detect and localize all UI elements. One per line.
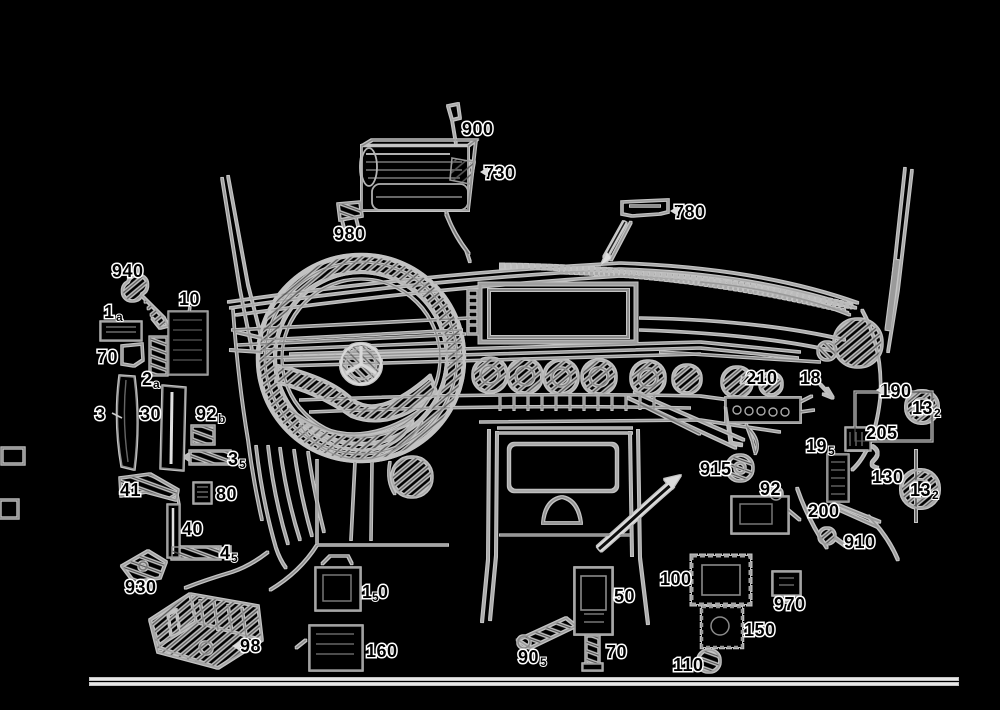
svg-text:40: 40 (182, 519, 203, 539)
svg-text:41: 41 (120, 480, 141, 500)
svg-text:1: 1 (104, 302, 115, 322)
svg-text:2: 2 (142, 369, 153, 389)
svg-text:b: b (218, 412, 225, 426)
svg-text:50: 50 (614, 586, 635, 606)
svg-text:2: 2 (932, 488, 939, 502)
svg-text:730: 730 (484, 163, 516, 183)
svg-text:5: 5 (372, 590, 379, 604)
svg-text:130: 130 (872, 467, 904, 487)
svg-text:2: 2 (934, 406, 941, 420)
svg-text:930: 930 (125, 577, 157, 597)
svg-text:900: 900 (462, 119, 494, 139)
svg-text:3: 3 (228, 449, 239, 469)
svg-text:205: 205 (866, 423, 898, 443)
svg-text:30: 30 (140, 404, 161, 424)
svg-text:70: 70 (606, 642, 627, 662)
svg-text:80: 80 (216, 484, 237, 504)
svg-text:92: 92 (760, 479, 781, 499)
svg-text:a: a (116, 310, 123, 324)
svg-text:5: 5 (239, 457, 246, 471)
svg-text:970: 970 (774, 594, 806, 614)
svg-text:150: 150 (744, 620, 776, 640)
svg-text:0: 0 (378, 582, 389, 602)
svg-text:5: 5 (231, 551, 238, 565)
svg-text:13: 13 (912, 398, 933, 418)
svg-text:98: 98 (240, 636, 261, 656)
svg-text:980: 980 (334, 224, 366, 244)
svg-text:160: 160 (366, 641, 398, 661)
svg-text:90: 90 (518, 647, 539, 667)
svg-text:110: 110 (673, 655, 704, 675)
svg-text:100: 100 (660, 569, 692, 589)
svg-text:18: 18 (800, 368, 821, 388)
svg-text:a: a (153, 377, 160, 391)
svg-text:70: 70 (97, 347, 118, 367)
svg-text:19: 19 (806, 436, 827, 456)
svg-text:13: 13 (910, 480, 931, 500)
svg-text:200: 200 (808, 501, 840, 521)
svg-text:1: 1 (362, 582, 373, 602)
svg-text:780: 780 (674, 202, 706, 222)
svg-text:915: 915 (700, 459, 732, 479)
svg-text:210: 210 (746, 368, 778, 388)
svg-text:92: 92 (196, 404, 217, 424)
svg-text:940: 940 (112, 261, 144, 281)
svg-text:4: 4 (220, 543, 231, 563)
svg-text:3: 3 (95, 404, 106, 424)
svg-text:5: 5 (828, 444, 835, 458)
svg-text:10: 10 (179, 289, 200, 309)
svg-text:5: 5 (540, 655, 547, 669)
svg-text:910: 910 (844, 532, 876, 552)
svg-text:190: 190 (880, 381, 912, 401)
